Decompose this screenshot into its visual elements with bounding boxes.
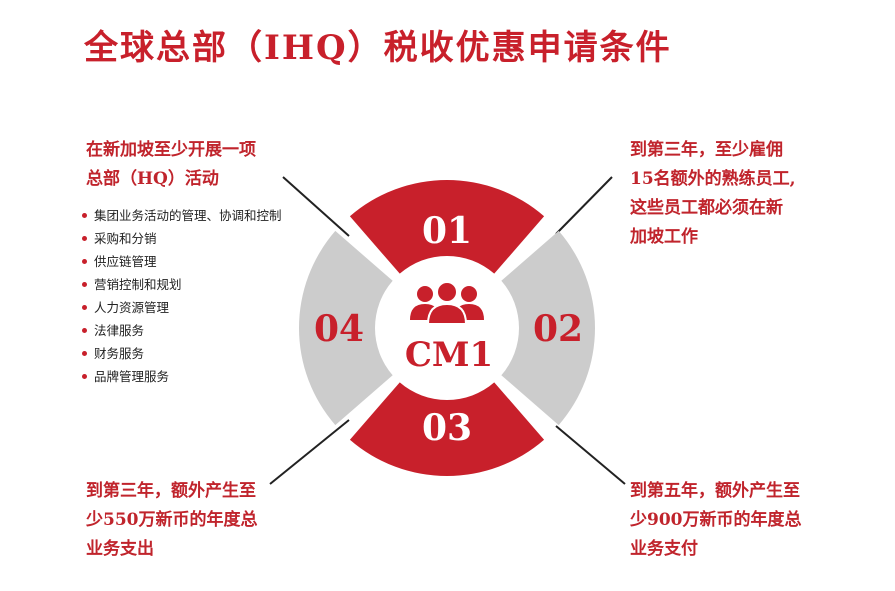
segment-03 bbox=[349, 382, 545, 477]
bottom-right-line: 到第五年，额外产生至 bbox=[630, 481, 800, 501]
top-right-line: 这些员工都必须在新 bbox=[630, 198, 783, 218]
connector-line-top-right bbox=[555, 176, 613, 235]
segment-01 bbox=[349, 179, 545, 274]
center-label: CM1 bbox=[405, 335, 493, 375]
segment-02-label: 02 bbox=[533, 308, 583, 350]
bottom-left-line: 业务支出 bbox=[86, 539, 154, 559]
bottom-right-text: 到第五年，额外产生至 少900万新币的年度总 业务支付 bbox=[630, 477, 802, 564]
connector-line-bottom-right bbox=[555, 425, 626, 485]
connector-line-bottom-left bbox=[269, 419, 350, 485]
page-title: 全球总部（IHQ）税收优惠申请条件 bbox=[84, 28, 672, 68]
list-item: 营销控制和规划 bbox=[82, 273, 282, 296]
segment-04-label: 04 bbox=[314, 308, 364, 350]
list-item: 集团业务活动的管理、协调和控制 bbox=[82, 204, 282, 227]
top-left-heading: 在新加坡至少开展一项 总部（HQ）活动 bbox=[86, 136, 256, 194]
segment-01-label: 01 bbox=[422, 210, 472, 252]
bottom-left-line: 到第三年，额外产生至 bbox=[86, 481, 256, 501]
bottom-right-line: 少900万新币的年度总 bbox=[630, 510, 802, 530]
top-right-line: 到第三年，至少雇佣 bbox=[630, 140, 783, 160]
bottom-left-line: 少550万新币的年度总 bbox=[86, 510, 258, 530]
segment-04 bbox=[298, 230, 393, 426]
top-right-line: 15名额外的熟练员工, bbox=[630, 169, 796, 189]
list-item: 法律服务 bbox=[82, 319, 282, 342]
bottom-right-line: 业务支付 bbox=[630, 539, 698, 559]
segment-03-label: 03 bbox=[422, 407, 472, 449]
people-group-icon bbox=[410, 281, 484, 325]
bottom-left-text: 到第三年，额外产生至 少550万新币的年度总 业务支出 bbox=[86, 477, 258, 564]
top-right-line: 加坡工作 bbox=[630, 227, 698, 247]
list-item: 人力资源管理 bbox=[82, 296, 282, 319]
list-item: 财务服务 bbox=[82, 342, 282, 365]
activity-list: 集团业务活动的管理、协调和控制 采购和分销 供应链管理 营销控制和规划 人力资源… bbox=[82, 204, 282, 388]
list-item: 采购和分销 bbox=[82, 227, 282, 250]
top-left-line: 在新加坡至少开展一项 bbox=[86, 140, 256, 160]
list-item: 品牌管理服务 bbox=[82, 365, 282, 388]
connector-line-top-left bbox=[282, 176, 350, 237]
top-left-line: 总部（HQ）活动 bbox=[86, 169, 219, 189]
top-right-text: 到第三年，至少雇佣 15名额外的熟练员工, 这些员工都必须在新 加坡工作 bbox=[630, 136, 796, 252]
segment-02 bbox=[501, 230, 596, 426]
list-item: 供应链管理 bbox=[82, 250, 282, 273]
